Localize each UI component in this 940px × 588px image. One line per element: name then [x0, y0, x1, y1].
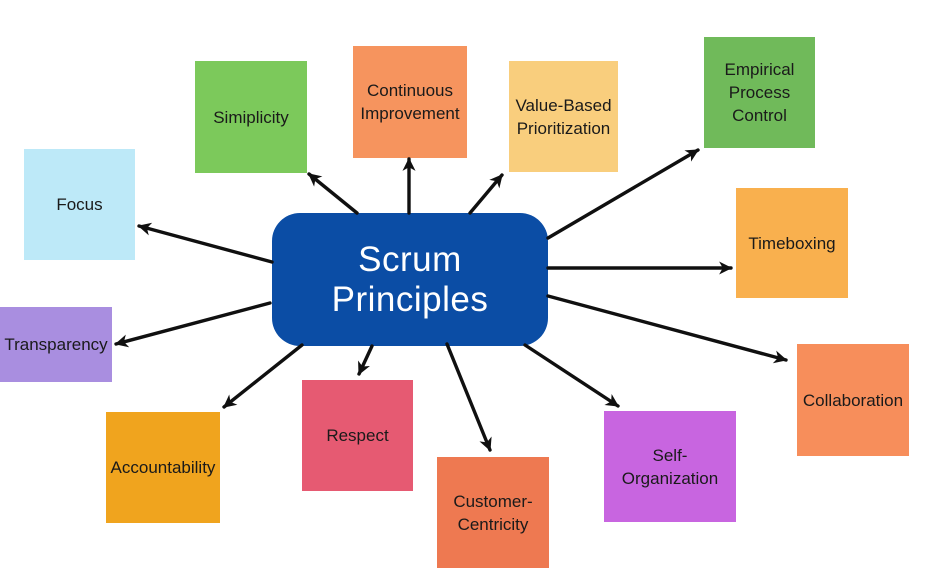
arrow-to-self-organization — [523, 343, 620, 408]
arrow-to-accountability — [222, 343, 304, 409]
node-label: Continuous Improvement — [360, 81, 460, 123]
node-self-organization: Self-Organization — [604, 411, 736, 522]
arrow-to-transparency — [114, 301, 272, 348]
node-label: Timeboxing — [748, 233, 836, 253]
node-collaboration: Collaboration — [797, 344, 909, 456]
arrow-to-respect — [357, 344, 374, 376]
node-simplicity: Simiplicity — [195, 61, 307, 173]
arrow-to-customer-centricity — [445, 342, 492, 452]
node-label: Value-Based Prioritization — [515, 95, 612, 138]
node-label: Customer-Centricity — [453, 491, 533, 534]
node-label: Simiplicity — [213, 107, 289, 127]
arrow-to-focus — [137, 222, 274, 264]
arrow-to-simplicity — [307, 172, 359, 215]
node-label: Respect — [326, 426, 389, 445]
node-accountability: Accountability — [106, 412, 220, 523]
arrow-to-value-based-prioritization — [468, 173, 504, 215]
node-empirical-process-control: Empirical Process Control — [704, 37, 815, 148]
node-respect: Respect — [302, 380, 413, 491]
node-transparency: Transparency — [0, 307, 112, 382]
node-customer-centricity: Customer-Centricity — [437, 457, 549, 568]
node-timeboxing: Timeboxing — [736, 188, 848, 298]
node-focus: Focus — [24, 149, 135, 260]
center-node-scrum-principles: Scrum Principles — [272, 213, 548, 346]
node-label: Empirical Process Control — [724, 60, 795, 125]
node-label: Transparency — [4, 335, 108, 354]
node-continuous-improvement: Continuous Improvement — [353, 46, 467, 158]
node-value-based-prioritization: Value-Based Prioritization — [509, 61, 618, 172]
arrow-to-collaboration — [546, 294, 788, 364]
node-label: Focus — [56, 195, 103, 214]
node-label: Self-Organization — [621, 445, 719, 488]
center-node-label: Scrum Principles — [331, 239, 489, 319]
node-label: Accountability — [110, 458, 216, 477]
node-label: Collaboration — [802, 390, 904, 410]
